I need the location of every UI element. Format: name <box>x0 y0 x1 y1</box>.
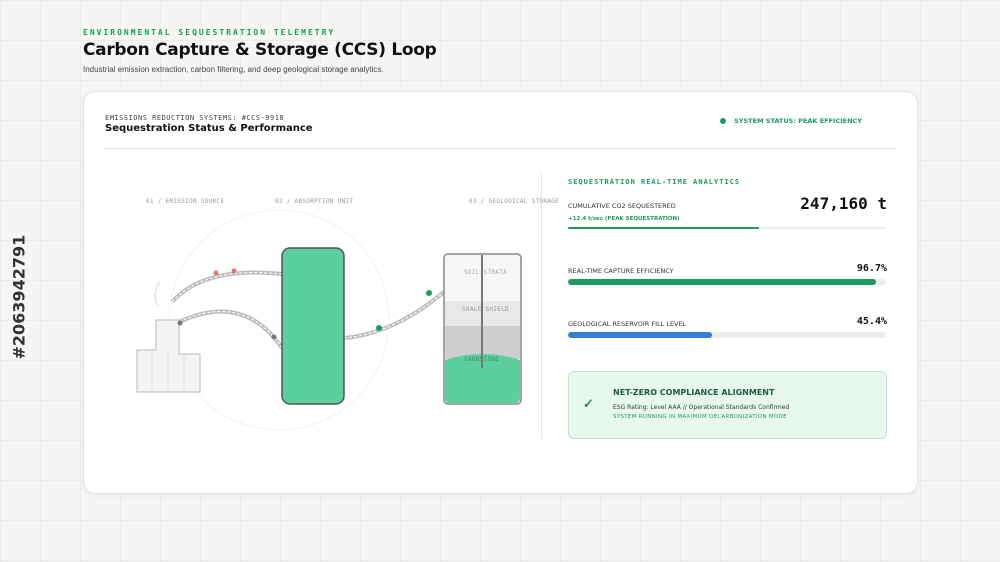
cumulative-progress-fill <box>568 227 759 229</box>
absorption-tank <box>281 247 345 405</box>
stage-label-absorption: 02 / ABSORPTION UNIT <box>275 198 354 205</box>
emission-source-icon <box>136 281 201 393</box>
system-status: SYSTEM STATUS: PEAK EFFICIENCY <box>720 117 862 125</box>
stratum-label-soil: SOIL STRATA <box>464 269 508 276</box>
status-text: SYSTEM STATUS: PEAK EFFICIENCY <box>734 117 862 125</box>
flow-particle <box>213 270 219 276</box>
geological-reservoir <box>443 253 522 405</box>
flow-particle <box>376 325 382 331</box>
card-divider <box>105 148 896 149</box>
stage-label-emission: 01 / EMISSION SOURCE <box>146 198 225 205</box>
efficiency-progress-fill <box>568 279 876 285</box>
status-dot-icon <box>720 118 727 124</box>
compliance-rating: ESG Rating: Level AAA // Operational Sta… <box>613 404 790 411</box>
stock-watermark: #2063942791 <box>9 234 29 360</box>
header-eyebrow: ENVIRONMENTAL SEQUESTRATION TELEMETRY <box>83 28 336 37</box>
reservoir-progress-track <box>568 332 886 338</box>
reservoir-label: GEOLOGICAL RESERVOIR FILL LEVEL <box>568 320 687 328</box>
reservoir-progress-fill <box>568 332 713 338</box>
ccs-flow-diagram <box>136 209 522 431</box>
cumulative-label: CUMULATIVE CO2 SEQUESTERED <box>568 202 676 210</box>
stage-label-storage: 03 / GEOLOGICAL STORAGE <box>469 198 559 205</box>
flow-particle <box>426 290 432 296</box>
flow-particle <box>177 320 183 326</box>
panel-divider <box>541 172 542 439</box>
backdrop-ring <box>168 209 390 431</box>
compliance-title: NET-ZERO COMPLIANCE ALIGNMENT <box>613 388 775 397</box>
card-title: Sequestration Status & Performance <box>105 123 313 134</box>
sequestration-rate: +12.4 t/sec (PEAK SEQUESTRATION) <box>568 216 680 222</box>
check-icon: ✓ <box>583 396 594 411</box>
cumulative-progress-track <box>568 227 886 229</box>
page-subtitle: Industrial emission extraction, carbon f… <box>83 65 384 74</box>
system-id: EMISSIONS REDUCTION SYSTEMS: #CCS-9918 <box>105 114 285 122</box>
page-header: ENVIRONMENTAL SEQUESTRATION TELEMETRY Ca… <box>83 28 437 74</box>
analytics-title: SEQUESTRATION REAL-TIME ANALYTICS <box>568 178 741 186</box>
efficiency-value: 96.7% <box>856 263 887 274</box>
efficiency-progress-track <box>568 279 886 285</box>
flow-particle <box>271 334 277 340</box>
stratum-label-sandstone: SANDSTONE <box>464 356 500 363</box>
pipe-lower <box>178 309 284 350</box>
page-title: Carbon Capture & Storage (CCS) Loop <box>83 40 437 60</box>
stratum-label-shale: SHALE SHIELD <box>462 306 509 313</box>
cumulative-value: 247,160 t <box>800 194 887 213</box>
reservoir-value: 45.4% <box>856 316 887 327</box>
sequestration-card: EMISSIONS REDUCTION SYSTEMS: #CCS-9918 S… <box>83 91 918 494</box>
flow-particle <box>231 268 237 274</box>
compliance-mode: SYSTEM RUNNING IN MAXIMUM DECARBONIZATIO… <box>613 414 787 420</box>
pipe-upper <box>170 270 283 304</box>
efficiency-label: REAL-TIME CAPTURE EFFICIENCY <box>568 267 674 275</box>
compliance-panel: ✓ NET-ZERO COMPLIANCE ALIGNMENT ESG Rati… <box>568 371 887 439</box>
